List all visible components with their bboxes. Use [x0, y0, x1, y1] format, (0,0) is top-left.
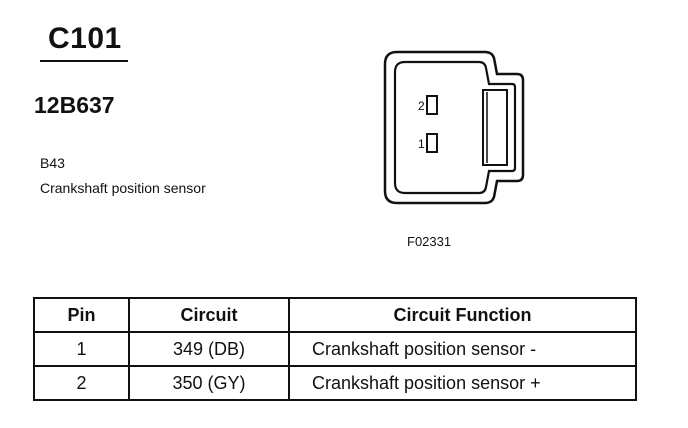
connector-inner-shell [393, 60, 517, 195]
connector-outer-shell [383, 50, 525, 205]
connector-id: C101 [48, 22, 122, 55]
component-name: Crankshaft position sensor [40, 180, 206, 196]
figure-id: F02331 [407, 234, 452, 249]
circuit-function-cell: Crankshaft position sensor - [288, 331, 637, 367]
pin-cell: 1 [33, 331, 130, 367]
circuit-function-cell: Crankshaft position sensor + [288, 365, 637, 401]
pin-1-terminal [426, 133, 438, 153]
pin-1-label: 1 [418, 137, 425, 151]
pin-table: Pin Circuit Circuit Function 1 349 (DB) … [33, 297, 637, 401]
pin-2-label: 2 [418, 99, 425, 113]
connector-face-diagram: 2 1 [383, 50, 525, 205]
pin-2-terminal [426, 95, 438, 115]
circuit-cell: 349 (DB) [128, 331, 290, 367]
table-row: 1 349 (DB) Crankshaft position sensor - [33, 331, 637, 367]
header-pin: Pin [33, 297, 130, 333]
part-number: 12B637 [34, 92, 115, 118]
header-circuit-function: Circuit Function [288, 297, 637, 333]
connector-id-underline [40, 60, 128, 62]
pin-cell: 2 [33, 365, 130, 401]
component-code: B43 [40, 155, 65, 171]
header-circuit: Circuit [128, 297, 290, 333]
table-row: 2 350 (GY) Crankshaft position sensor + [33, 365, 637, 401]
connector-latch [482, 89, 508, 166]
circuit-cell: 350 (GY) [128, 365, 290, 401]
pin-table-header-row: Pin Circuit Circuit Function [33, 297, 637, 333]
